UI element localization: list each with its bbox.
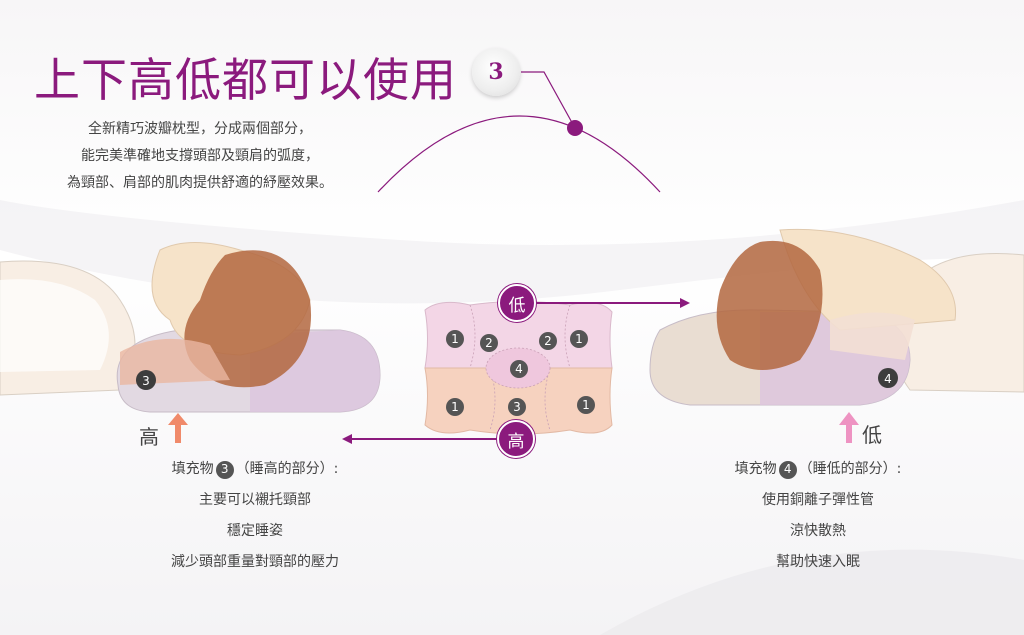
zone-dot-top-4: 1 (570, 330, 588, 348)
low-arrow-head (680, 298, 690, 308)
right-illustration: 4 (649, 228, 1024, 443)
intro-line: 全新精巧波瓣枕型，分成兩個部分， (88, 121, 312, 137)
right-info-line: 使用銅離子彈性管 (762, 492, 874, 508)
left-zone-badge-number: 3 (142, 374, 150, 388)
zone-dot-bottom-2: 3 (508, 398, 526, 416)
right-info-suffix: （睡低的部分）: (798, 461, 902, 477)
left-height-label: 高 (139, 425, 159, 449)
right-info-heading: 填充物 4 （睡低的部分）: (718, 454, 918, 485)
zone-dot-top-3: 2 (539, 332, 557, 350)
badge-leader-line (521, 71, 576, 129)
right-zone-badge (878, 368, 898, 388)
zone-dot-top-2: 2 (480, 334, 498, 352)
intro-line: 為頸部、肩部的肌肉提供舒適的紓壓效果。 (67, 175, 333, 191)
zone-dot-top-1: 1 (446, 330, 464, 348)
left-up-arrow-icon (168, 413, 188, 443)
low-circle-label: 低 (498, 284, 536, 322)
zone-dot-bottom-1: 1 (446, 398, 464, 416)
right-info-line: 涼快散熱 (790, 523, 846, 539)
left-info-heading: 填充物 3 （睡高的部分）: (150, 454, 360, 485)
step-badge-number: 3 (488, 59, 504, 85)
left-info-zone-dot: 3 (215, 460, 234, 479)
left-info-line: 主要可以襯托頸部 (199, 492, 311, 508)
center-pillow (424, 301, 613, 435)
right-info-line: 幫助快速入眠 (776, 554, 860, 570)
left-info-prefix: 填充物 (171, 461, 214, 477)
page-title: 上下高低都可以使用 (34, 53, 457, 107)
bg-swoosh-bottom (600, 549, 1024, 635)
intro-text: 全新精巧波瓣枕型，分成兩個部分， 能完美準確地支撐頭部及頸肩的弧度， 為頸部、肩… (40, 116, 360, 197)
left-info-suffix: （睡高的部分）: (235, 461, 339, 477)
right-info: 填充物 4 （睡低的部分）: 使用銅離子彈性管 涼快散熱 幫助快速入眠 (718, 454, 918, 578)
high-arrow-head (342, 434, 352, 444)
right-zone-badge-number: 4 (884, 372, 892, 386)
left-info-line: 穩定睡姿 (227, 523, 283, 539)
step-badge: 3 (472, 48, 520, 96)
right-up-arrow-icon (839, 412, 859, 443)
right-height-label: 低 (862, 423, 882, 447)
left-info: 填充物 3 （睡高的部分）: 主要可以襯托頸部 穩定睡姿 減少頭部重量對頸部的壓… (150, 454, 360, 578)
left-info-line: 減少頭部重量對頸部的壓力 (171, 554, 339, 570)
right-info-zone-dot: 4 (778, 460, 797, 479)
intro-line: 能完美準確地支撐頭部及頸肩的弧度， (81, 148, 319, 164)
arc-line (377, 115, 661, 193)
left-illustration: 3 (0, 242, 381, 443)
left-zone-badge (136, 370, 156, 390)
arc-dot (567, 120, 583, 136)
zone-dot-bottom-3: 1 (577, 396, 595, 414)
high-circle-label: 高 (497, 420, 535, 458)
zone-dot-mid: 4 (510, 360, 528, 378)
right-info-prefix: 填充物 (734, 461, 777, 477)
